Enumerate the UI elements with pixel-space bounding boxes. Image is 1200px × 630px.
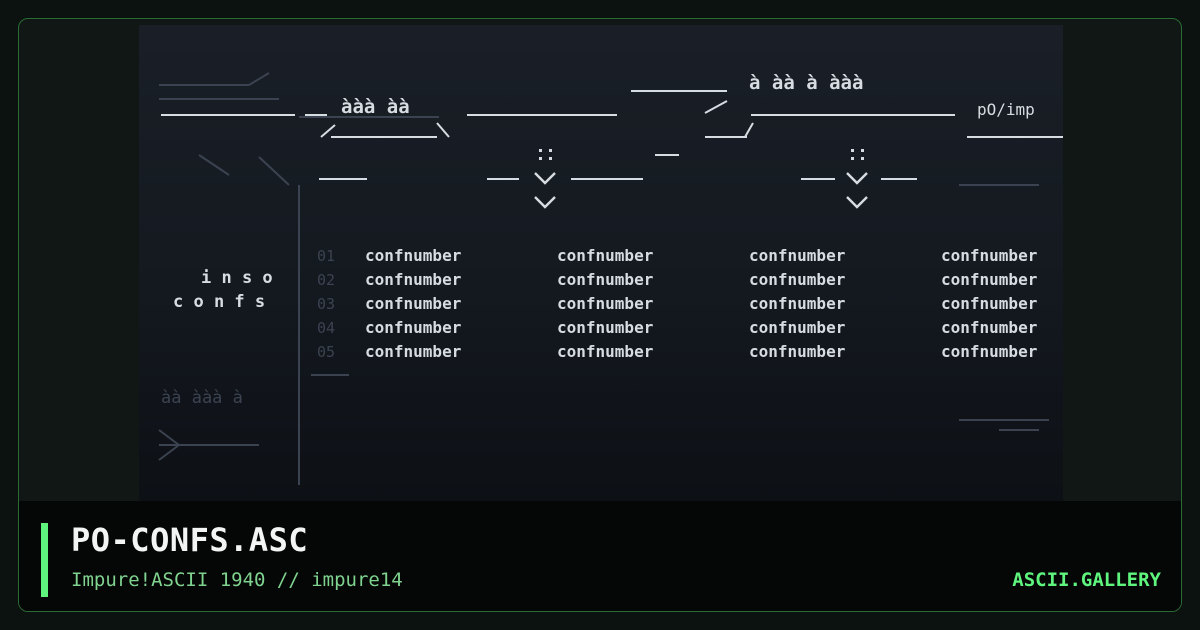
art-cell-text: confnumber <box>557 342 653 361</box>
card-frame: ààà àà à àà à ààà pO/imp i n s o c o n f… <box>18 18 1182 612</box>
art-row-number: 01 <box>317 247 335 265</box>
art-top-glyphs-right: à àà à ààà <box>749 72 863 94</box>
art-cell-text: confnumber <box>365 318 461 337</box>
art-cell-grid: 01 confnumber confnumber confnumber confnumb… <box>317 246 1037 361</box>
art-cell-text: confnumber <box>941 318 1037 337</box>
art-row-number: 05 <box>317 343 335 361</box>
art-cell-text: confnumber <box>365 246 461 265</box>
art-cell-text: confnumber <box>365 342 461 361</box>
art-cell-text: confnumber <box>557 270 653 289</box>
art-cell-text: confnumber <box>941 342 1037 361</box>
art-chevrons <box>534 172 868 209</box>
art-cell-text: confnumber <box>557 294 653 313</box>
art-top-glyphs-left: ààà àà <box>341 96 410 118</box>
card-footer: PO-CONFS.ASC Impure!ASCII 1940 // impure… <box>19 501 1181 611</box>
art-cell-text: confnumber <box>557 318 653 337</box>
art-bottom-glyphs: àà ààà à <box>161 388 243 408</box>
art-cell-text: confnumber <box>749 294 845 313</box>
art-bright-lines <box>161 90 1063 180</box>
art-dim-lines <box>158 72 1049 485</box>
ascii-art-canvas: ààà àà à àà à ààà pO/imp i n s o c o n f… <box>158 72 1063 485</box>
file-title: PO-CONFS.ASC <box>71 521 309 559</box>
art-dots <box>539 149 864 160</box>
art-cell-text: confnumber <box>749 342 845 361</box>
accent-bar <box>41 523 48 597</box>
art-cell-text: confnumber <box>941 246 1037 265</box>
brand-link[interactable]: ASCII.GALLERY <box>1012 569 1161 591</box>
art-side-label-1: i n s o <box>201 268 273 288</box>
art-cell-text: confnumber <box>749 270 845 289</box>
art-cell-text: confnumber <box>749 318 845 337</box>
art-side-label-2: c o n f s <box>173 292 265 312</box>
art-cell-text: confnumber <box>557 246 653 265</box>
art-row-number: 04 <box>317 319 335 337</box>
art-cell-text: confnumber <box>365 294 461 313</box>
art-corner-tag: pO/imp <box>977 100 1035 119</box>
ascii-art-preview[interactable]: ààà àà à àà à ààà pO/imp i n s o c o n f… <box>139 25 1063 501</box>
art-row-number: 02 <box>317 271 335 289</box>
file-subtitle: Impure!ASCII 1940 // impure14 <box>71 569 403 591</box>
art-cell-text: confnumber <box>365 270 461 289</box>
art-row-number: 03 <box>317 295 335 313</box>
art-cell-text: confnumber <box>749 246 845 265</box>
art-cell-text: confnumber <box>941 294 1037 313</box>
art-cell-text: confnumber <box>941 270 1037 289</box>
